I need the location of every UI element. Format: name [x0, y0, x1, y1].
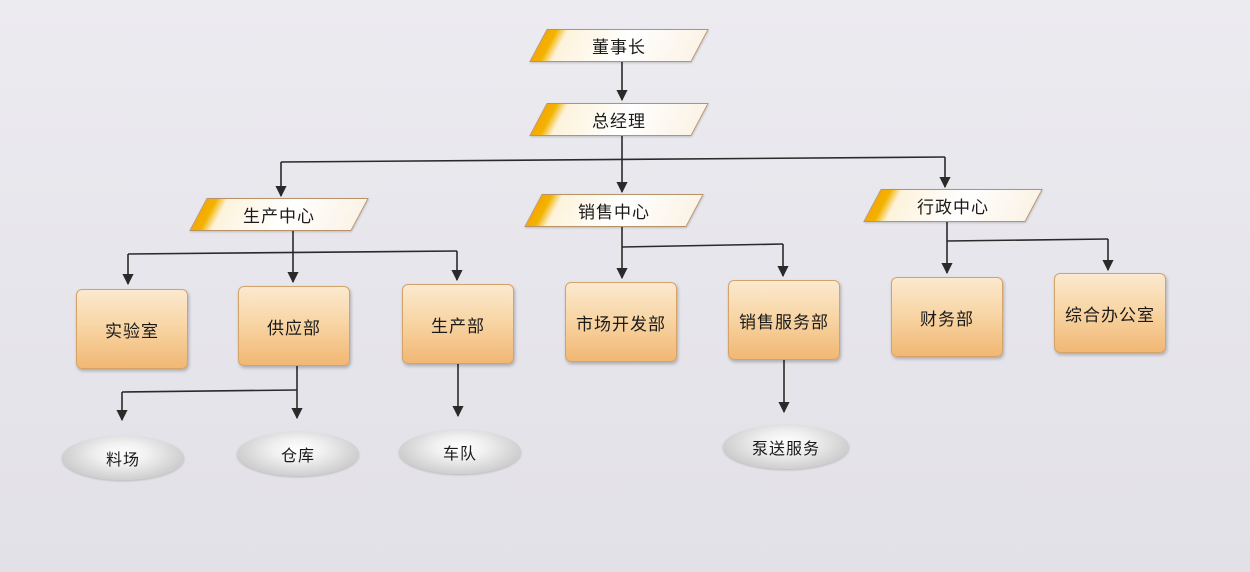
- sales-center-label: 销售中心: [578, 203, 650, 223]
- material-yard-label: 料场: [105, 450, 140, 469]
- general-manager-node: 总经理: [529, 103, 709, 136]
- line-supply-horizontal: [121, 389, 298, 393]
- general-manager-label: 总经理: [592, 112, 646, 132]
- line-gm-horizontal: [280, 156, 946, 163]
- production-center-node: 生产中心: [189, 198, 369, 231]
- production-center-label: 生产中心: [243, 207, 315, 227]
- admin-center-node: 行政中心: [863, 189, 1043, 222]
- admin-center-label: 行政中心: [917, 198, 989, 218]
- lab-box: 实验室: [76, 289, 188, 369]
- fleet-label: 车队: [442, 444, 477, 463]
- finance-box: 财务部: [891, 277, 1003, 357]
- warehouse-ellipse: 仓库: [237, 432, 359, 476]
- finance-label: 财务部: [920, 309, 974, 330]
- line-sales-horizontal: [621, 243, 784, 248]
- sales-service-label: 销售服务部: [739, 312, 829, 333]
- market-dev-label: 市场开发部: [576, 314, 666, 335]
- lab-label: 实验室: [105, 321, 159, 342]
- warehouse-label: 仓库: [280, 446, 315, 465]
- supply-label: 供应部: [267, 318, 321, 339]
- sales-center-node: 销售中心: [524, 194, 704, 227]
- market-dev-box: 市场开发部: [565, 282, 677, 362]
- production-dept-box: 生产部: [402, 284, 514, 364]
- chairman-label: 董事长: [592, 38, 646, 58]
- production-dept-label: 生产部: [431, 316, 485, 337]
- chairman-node: 董事长: [529, 29, 709, 62]
- fleet-ellipse: 车队: [399, 430, 521, 474]
- supply-box: 供应部: [238, 286, 350, 366]
- line-admin-horizontal: [946, 238, 1109, 242]
- office-label: 综合办公室: [1065, 305, 1155, 326]
- office-box: 综合办公室: [1054, 273, 1166, 353]
- pump-service-ellipse: 泵送服务: [723, 425, 849, 469]
- pump-service-label: 泵送服务: [751, 439, 820, 458]
- sales-service-box: 销售服务部: [728, 280, 840, 360]
- material-yard-ellipse: 料场: [62, 436, 184, 480]
